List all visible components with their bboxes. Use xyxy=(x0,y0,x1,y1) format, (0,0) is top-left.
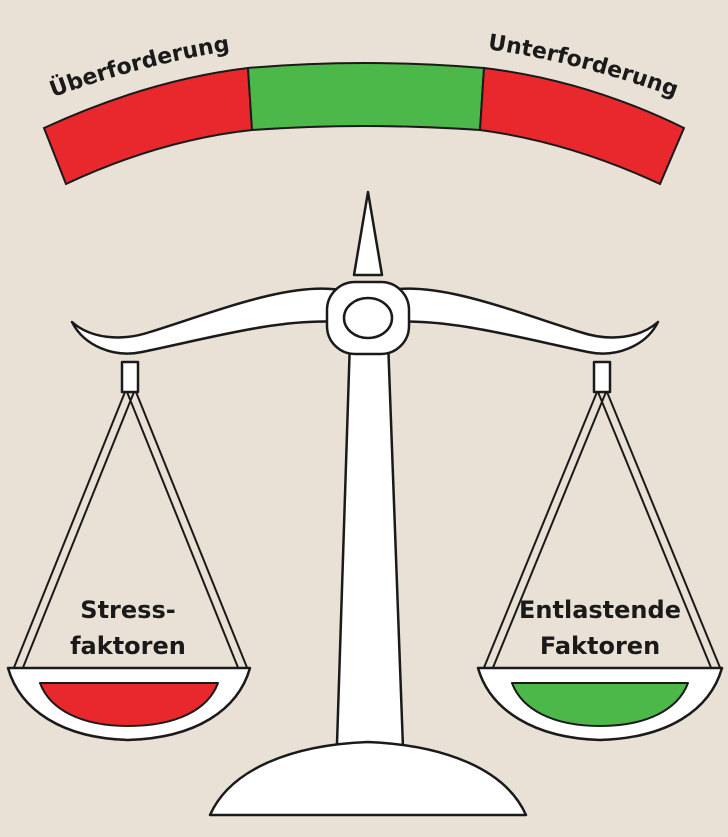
balance-scale xyxy=(8,192,722,815)
right-pan-label: Entlastende Faktoren xyxy=(519,596,681,660)
left-pan-label-line2: faktoren xyxy=(70,632,186,660)
right-pan-label-line2: Faktoren xyxy=(540,632,660,660)
meter-segment-balanced xyxy=(248,63,484,130)
scale-column xyxy=(336,340,404,775)
scale-base xyxy=(210,742,526,815)
right-pan-label-line1: Entlastende xyxy=(519,596,681,624)
scale-pointer xyxy=(354,192,382,275)
load-meter: Überforderung Unterforderung xyxy=(44,30,684,184)
scale-hub-inner xyxy=(344,298,392,338)
left-pan-label: Stress- faktoren xyxy=(70,596,186,660)
left-pan-label-line1: Stress- xyxy=(80,596,175,624)
right-pan-cords xyxy=(483,392,721,670)
left-pan-cords xyxy=(13,392,248,670)
left-hanger xyxy=(122,362,138,392)
right-hanger xyxy=(594,362,610,392)
